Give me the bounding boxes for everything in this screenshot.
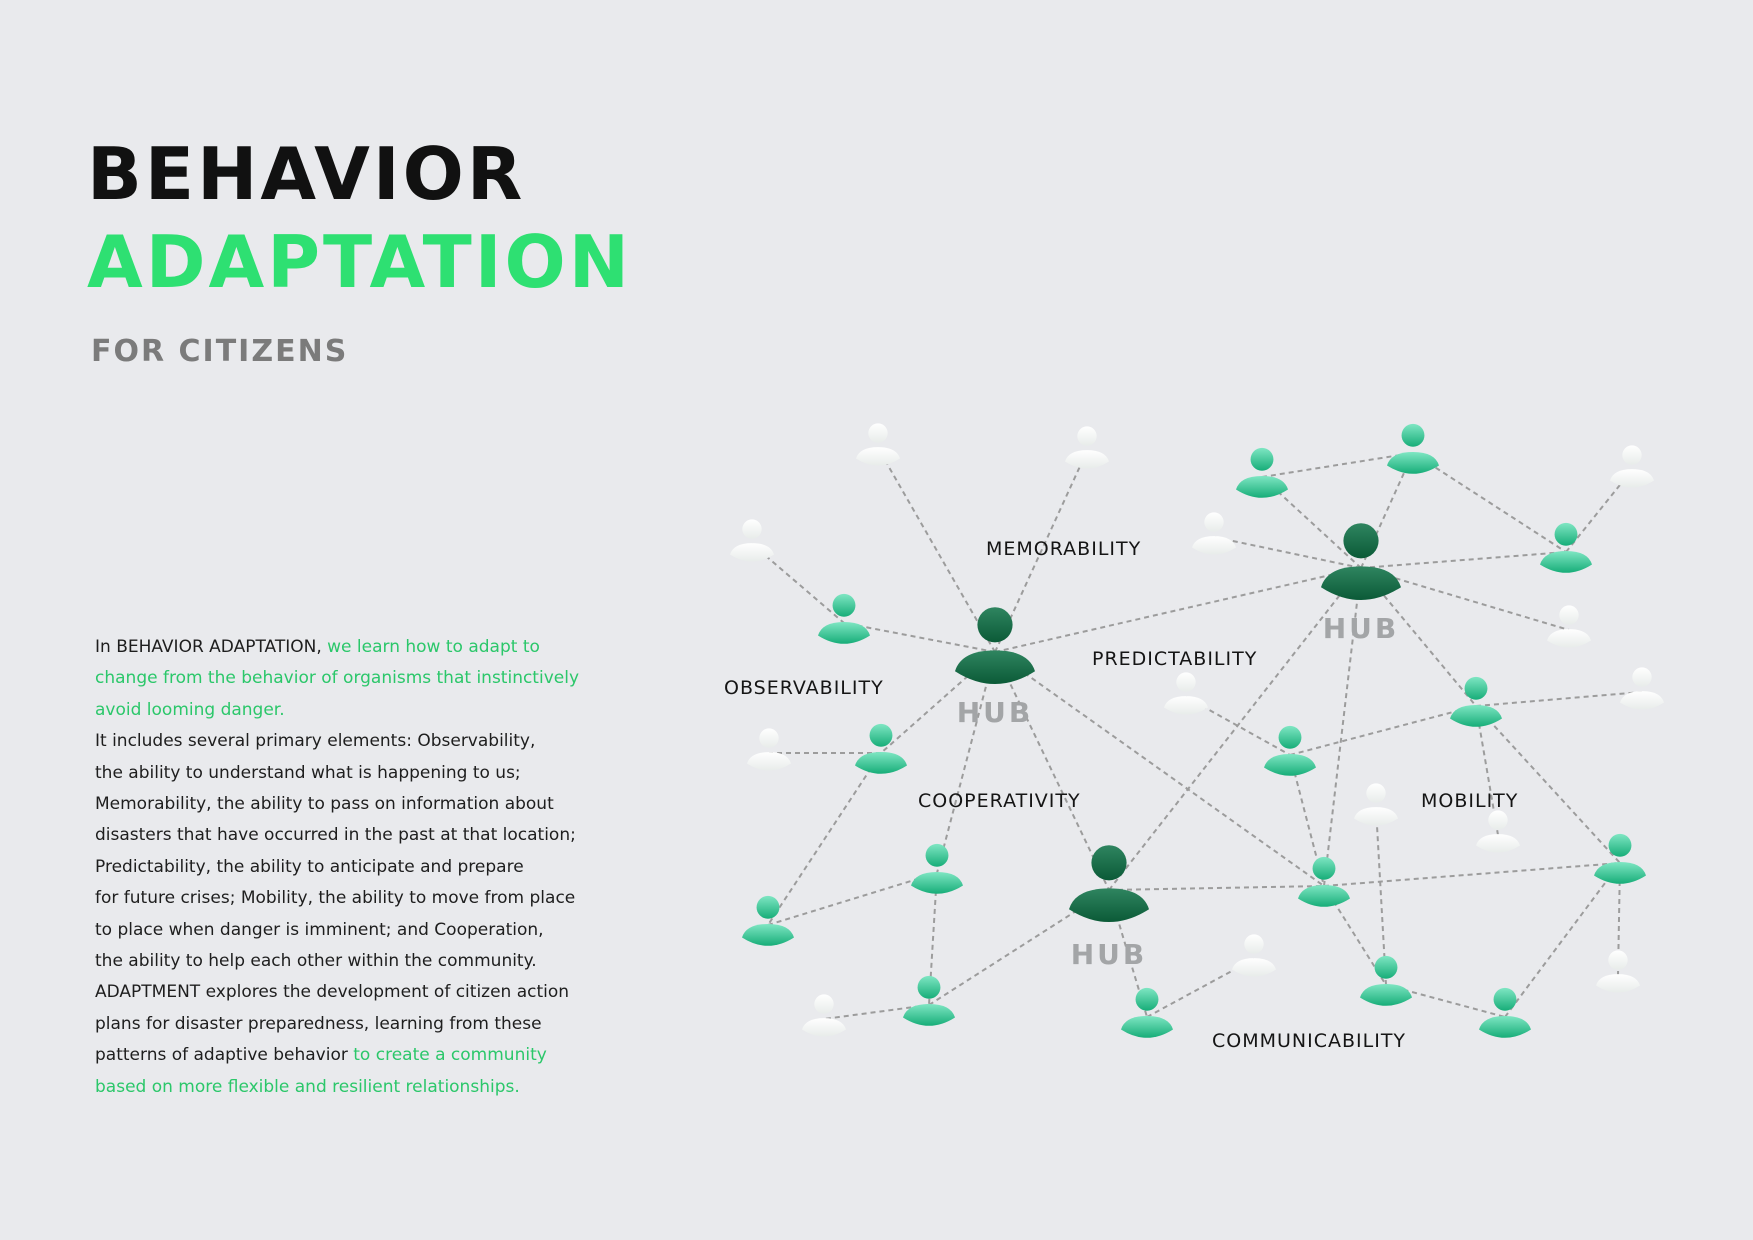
member-person-icon [1450,676,1502,727]
description-paragraph: In BEHAVIOR ADAPTATION, we learn how to … [95,632,655,1103]
paragraph-line: It includes several primary elements: Ob… [95,726,655,757]
peripheral-person-icon [1354,783,1398,826]
connector-line [1289,705,1477,756]
peripheral-person-icon [1164,672,1208,715]
label-memorability: MEMORABILITY [986,538,1141,560]
peripheral-person-icon [802,994,846,1037]
hub-label: HUB [1323,612,1400,645]
body-text-segment: In BEHAVIOR ADAPTATION, [95,637,328,657]
paragraph-line: the ability to help each other within th… [95,946,655,977]
member-person-icon [1298,856,1350,907]
connector-line [994,651,1325,887]
label-observability: OBSERVABILITY [724,677,884,699]
peripheral-person-icon [747,728,791,771]
paragraph-line: Memorability, the ability to pass on inf… [95,789,655,820]
paragraph-line: Predictability, the ability to anticipat… [95,852,655,883]
peripheral-person-icon [1610,445,1654,488]
hub-person-icon [1069,845,1149,922]
connector-line [843,622,996,653]
title-adaptation: ADAPTATION [87,220,633,304]
member-person-icon [855,723,907,774]
connector-line [1375,807,1387,986]
subtitle-for-citizens: FOR CITIZENS [91,334,349,369]
paragraph-line: In BEHAVIOR ADAPTATION, we learn how to … [95,632,655,663]
label-mobility: MOBILITY [1421,790,1518,812]
member-person-icon [1479,987,1531,1038]
paragraph-line: for future crises; Mobility, the ability… [95,883,655,914]
body-text-segment: disasters that have occurred in the past… [95,825,576,846]
paragraph-line: to place when danger is imminent; and Co… [95,915,655,946]
connector-line [1504,862,1621,1018]
hub-label: HUB [957,696,1034,729]
peripheral-person-icon [1232,934,1276,977]
label-predictability: PREDICTABILITY [1092,648,1257,670]
highlighted-text: avoid looming danger. [95,699,285,720]
connector-line [936,651,996,874]
member-person-icon [1264,725,1316,776]
connector-line [877,447,996,653]
body-text-segment: the ability to help each other within th… [95,951,537,972]
peripheral-person-icon [1065,426,1109,469]
highlighted-text: to create a community [353,1045,547,1066]
peripheral-person-icon [1596,950,1640,993]
connector-line [994,651,1110,891]
member-person-icon [1236,447,1288,498]
paragraph-line: plans for disaster preparedness, learnin… [95,1009,655,1040]
member-person-icon [1540,522,1592,573]
member-person-icon [1121,987,1173,1038]
paragraph-line: ADAPTMENT explores the development of ci… [95,977,655,1008]
connector-line [1108,885,1325,891]
connector-line [880,651,996,754]
body-text-segment: for future crises; Mobility, the ability… [95,888,576,909]
highlighted-text: based on more flexible and resilient rel… [95,1076,520,1097]
body-text-segment: to place when danger is imminent; and Co… [95,919,544,940]
body-text-segment: patterns of adaptive behavior [95,1045,354,1066]
peripheral-person-icon [1192,512,1236,555]
paragraph-line: the ability to understand what is happen… [95,758,655,789]
body-text-segment: Memorability, the ability to pass on inf… [95,794,554,815]
connector-line [767,872,938,926]
peripheral-person-icon [1620,667,1664,710]
connector-line [1323,862,1621,887]
body-text-segment: ADAPTMENT explores the development of ci… [95,982,570,1003]
connector-line [1213,536,1362,569]
connector-line [1261,452,1414,478]
hub-label: HUB [1071,938,1148,971]
highlighted-text: we learn how to adapt to [327,637,540,657]
member-person-icon [1360,955,1412,1006]
connector-line [1412,452,1567,553]
member-person-icon [1387,423,1439,474]
member-person-icon [911,843,963,894]
highlighted-text: change from the behavior of organisms th… [95,668,580,689]
title-behavior: BEHAVIOR [87,132,526,216]
member-person-icon [818,593,870,644]
paragraph-line: patterns of adaptive behavior to create … [95,1040,655,1071]
paragraph-line: avoid looming danger. [95,695,655,726]
body-text-segment: the ability to understand what is happen… [95,762,521,783]
connector-line [1475,691,1643,707]
peripheral-person-icon [730,519,774,562]
hub-person-icon [955,607,1035,684]
paragraph-line: based on more flexible and resilient rel… [95,1072,655,1103]
member-person-icon [742,895,794,946]
body-text-segment: It includes several primary elements: Ob… [95,731,536,752]
body-text-segment: Predictability, the ability to anticipat… [95,856,524,877]
peripheral-person-icon [856,423,900,466]
peripheral-person-icon [1547,605,1591,648]
paragraph-line: change from the behavior of organisms th… [95,663,655,694]
label-cooperativity: COOPERATIVITY [918,790,1081,812]
connector-line [767,752,882,926]
label-communicability: COMMUNICABILITY [1212,1030,1406,1052]
body-text-segment: plans for disaster preparedness, learnin… [95,1013,542,1034]
member-person-icon [1594,833,1646,884]
member-person-icon [903,975,955,1026]
people-nodes [730,423,1664,1038]
peripheral-person-icon [1476,810,1520,853]
hub-person-icon [1321,523,1401,600]
paragraph-line: disasters that have occurred in the past… [95,820,655,851]
connector-line [1360,551,1567,569]
